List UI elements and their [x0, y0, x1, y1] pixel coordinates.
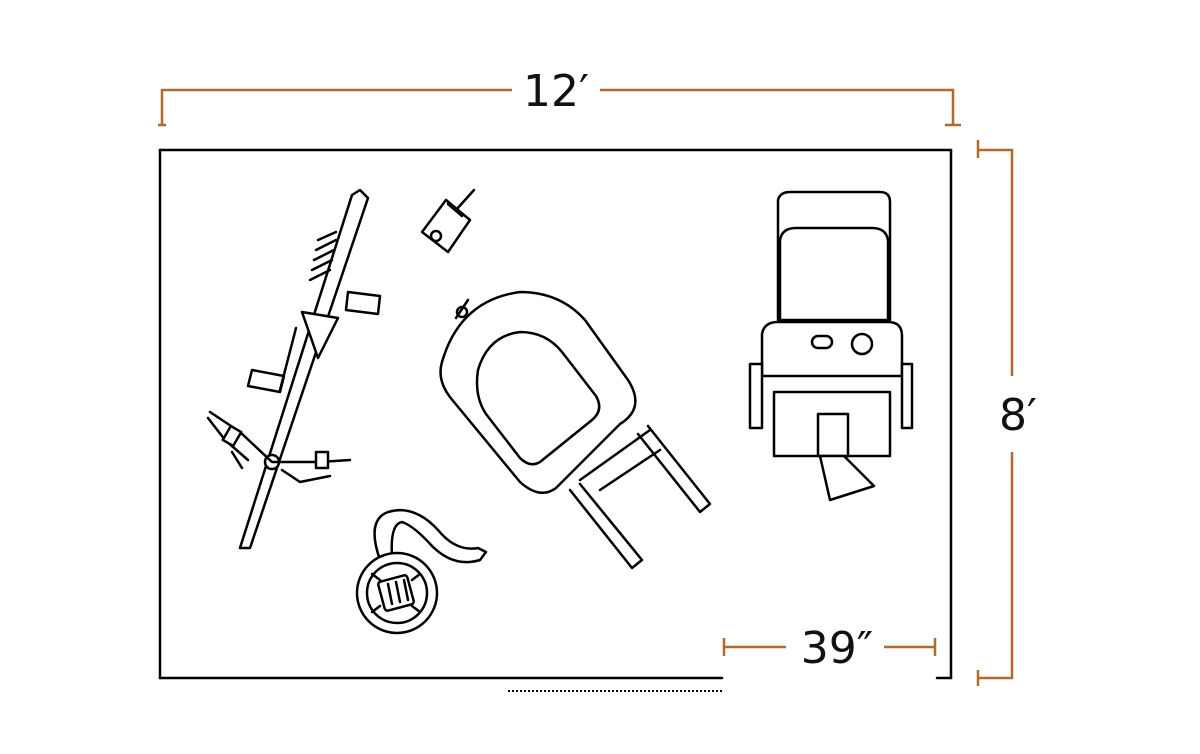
height-dimension: 8′: [976, 140, 1037, 686]
remote-icon: [420, 188, 476, 254]
weight-bench-icon: [439, 290, 712, 570]
room-outline: [158, 148, 953, 680]
opening-dimension: 39″: [722, 623, 937, 674]
rowing-machine-icon: [206, 188, 382, 550]
width-dimension: 12′: [158, 66, 961, 127]
opening-label: 39″: [801, 623, 873, 674]
height-label: 8′: [999, 390, 1037, 441]
vacuum-icon: [355, 508, 488, 635]
width-label: 12′: [523, 66, 589, 117]
exercise-bike-icon: [748, 190, 914, 502]
